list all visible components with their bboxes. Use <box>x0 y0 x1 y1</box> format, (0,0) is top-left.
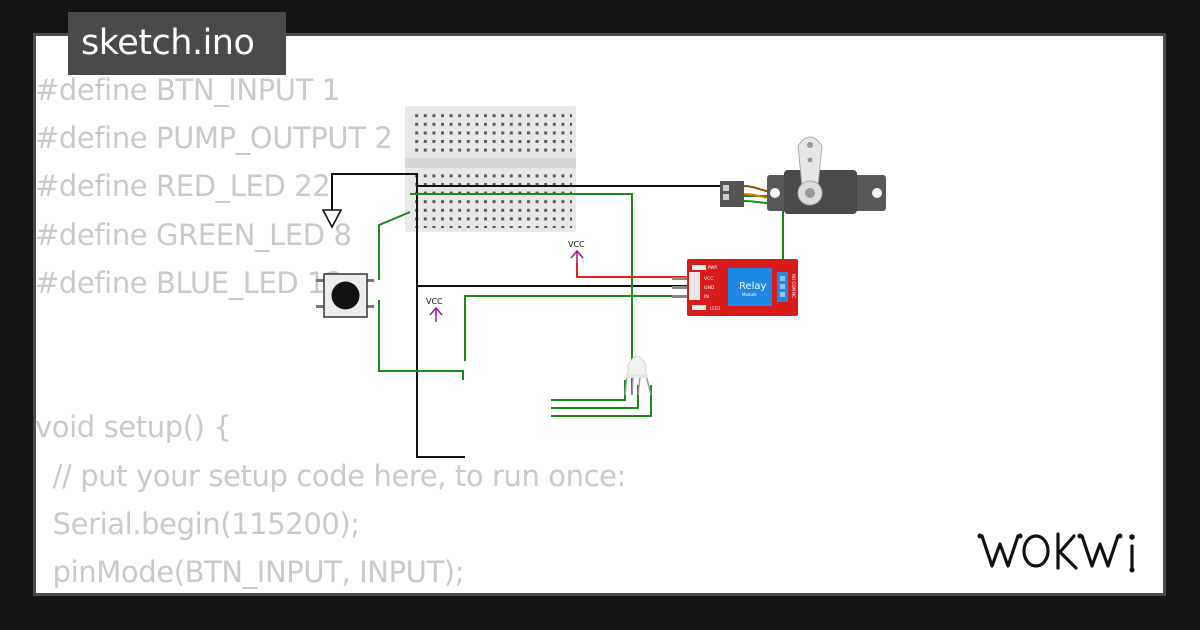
code-line: #define BLUE_LED 12 <box>35 265 344 300</box>
code-line: #define RED_LED 22 <box>35 169 331 204</box>
file-title-tab: sketch.ino <box>68 12 286 75</box>
code-line: Serial.begin(115200); <box>35 506 360 541</box>
code-line: #define GREEN_LED 8 <box>35 217 352 252</box>
code-line <box>35 307 626 355</box>
code-line: // put your setup code here, to run once… <box>35 458 627 493</box>
code-line: #define PUMP_OUTPUT 2 <box>35 121 393 156</box>
code-line: void setup() { <box>35 410 232 445</box>
code-line: pinMode(BTN_INPUT, INPUT); <box>35 554 465 589</box>
code-line: #define BTN_INPUT 1 <box>35 73 340 107</box>
code-preview: #define BTN_INPUT 1 #define PUMP_OUTPUT 2… <box>35 66 626 596</box>
wokwi-logo <box>977 532 1135 573</box>
code-line <box>35 355 626 403</box>
